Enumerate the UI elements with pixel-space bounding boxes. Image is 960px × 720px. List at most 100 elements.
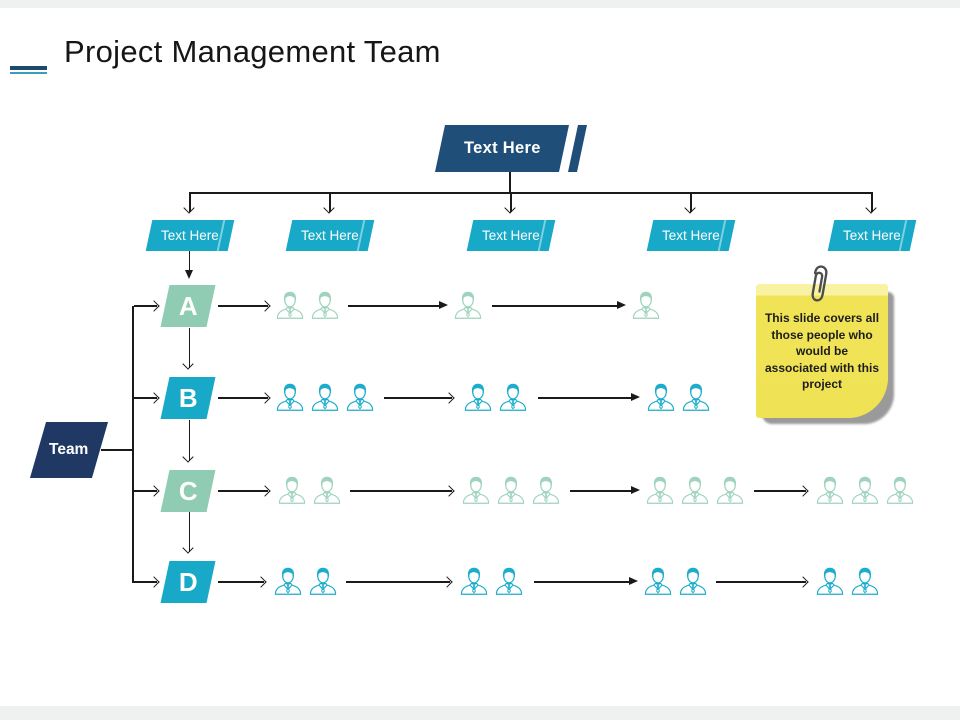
row-shape-b[interactable]: B: [160, 377, 216, 419]
arrow-right-icon: [797, 576, 809, 588]
title-accent-dash: [10, 66, 47, 70]
connector-line: [134, 581, 157, 583]
people-group: [645, 381, 712, 413]
arrow-down-icon: [182, 542, 195, 554]
arrow-right-icon: [443, 485, 455, 497]
branch-banner-2[interactable]: Text Here: [285, 220, 375, 251]
person-icon: [814, 474, 846, 506]
person-icon: [276, 474, 308, 506]
person-icon: [272, 565, 304, 597]
person-icon: [460, 474, 492, 506]
person-icon: [680, 381, 712, 413]
person-icon: [630, 289, 662, 321]
arrow-right-icon: [148, 300, 160, 312]
branch-banner-5[interactable]: Text Here: [827, 220, 917, 251]
arrow-right-icon: [148, 576, 160, 588]
arrow-right-icon: [148, 485, 160, 497]
people-group: [644, 474, 746, 506]
person-icon: [307, 565, 339, 597]
connector-line: [134, 397, 157, 399]
connector-line: [188, 420, 190, 461]
branch-banner-label: Text Here: [301, 228, 359, 243]
arrow-down-icon: [684, 202, 696, 214]
people-group: [460, 474, 562, 506]
arrow-right-icon: [443, 392, 455, 404]
arrow-right-icon: [259, 485, 271, 497]
people-group: [814, 474, 916, 506]
root-banner[interactable]: Text Here: [435, 125, 569, 172]
branch-banner-1[interactable]: Text Here: [145, 220, 235, 251]
branch-banner-3[interactable]: Text Here: [466, 220, 556, 251]
arrow-down-icon: [504, 202, 516, 214]
branch-banner-label: Text Here: [662, 228, 720, 243]
person-icon: [274, 289, 306, 321]
row-label: A: [178, 290, 198, 321]
sticky-note[interactable]: This slide covers all those people who w…: [756, 284, 888, 418]
bottom-edge-bar: [0, 706, 960, 720]
connector-line: [218, 397, 268, 399]
arrow-right-icon: [441, 576, 453, 588]
arrow-right-icon: [439, 301, 448, 309]
person-icon: [645, 381, 677, 413]
connector-line: [716, 581, 806, 583]
connector-line: [348, 305, 440, 307]
person-icon: [311, 474, 343, 506]
connector-line: [492, 305, 618, 307]
connector-line: [188, 328, 190, 368]
connector-line: [510, 193, 512, 212]
person-icon: [814, 565, 846, 597]
person-icon: [462, 381, 494, 413]
team-shape[interactable]: Team: [29, 422, 109, 478]
arrow-down-icon: [183, 202, 195, 214]
connector-line: [509, 172, 511, 193]
connector-line: [218, 305, 268, 307]
team-label: Team: [49, 441, 89, 458]
connector-line: [188, 512, 190, 552]
sticky-note-text: This slide covers all those people who w…: [764, 311, 880, 392]
people-group: [276, 474, 343, 506]
person-icon: [644, 474, 676, 506]
root-banner-label: Text Here: [463, 139, 541, 157]
arrow-right-icon: [259, 392, 271, 404]
arrow-down-icon: [182, 451, 195, 463]
people-group: [642, 565, 709, 597]
connector-line: [134, 305, 157, 307]
person-icon: [309, 381, 341, 413]
person-icon: [495, 474, 527, 506]
arrow-down-icon: [182, 358, 195, 370]
people-group: [272, 565, 339, 597]
person-icon: [884, 474, 916, 506]
page-title: Project Management Team: [64, 34, 441, 69]
row-label: D: [178, 566, 198, 597]
connector-line: [534, 581, 630, 583]
arrow-down-icon: [323, 202, 335, 214]
row-shape-a[interactable]: A: [160, 285, 216, 327]
person-icon: [344, 381, 376, 413]
arrow-right-icon: [631, 486, 640, 494]
root-banner-slash: [568, 125, 587, 172]
person-icon: [493, 565, 525, 597]
person-icon: [497, 381, 529, 413]
branch-banner-label: Text Here: [161, 228, 219, 243]
people-group: [814, 565, 881, 597]
connector-line: [189, 193, 191, 212]
people-group: [452, 289, 484, 321]
person-icon: [714, 474, 746, 506]
title-accent-dash-light: [10, 72, 47, 74]
paperclip-icon: [811, 265, 828, 302]
connector-line: [350, 490, 452, 492]
row-shape-c[interactable]: C: [160, 470, 216, 512]
person-icon: [530, 474, 562, 506]
branch-banner-label: Text Here: [482, 228, 540, 243]
connector-line: [189, 192, 873, 194]
arrow-right-icon: [259, 300, 271, 312]
row-shape-d[interactable]: D: [160, 561, 216, 603]
top-edge-bar: [0, 0, 960, 8]
arrow-down-icon: [865, 202, 877, 214]
arrow-right-icon: [255, 576, 267, 588]
branch-banner-4[interactable]: Text Here: [646, 220, 736, 251]
row-label: B: [178, 382, 198, 413]
people-group: [274, 289, 341, 321]
person-icon: [677, 565, 709, 597]
